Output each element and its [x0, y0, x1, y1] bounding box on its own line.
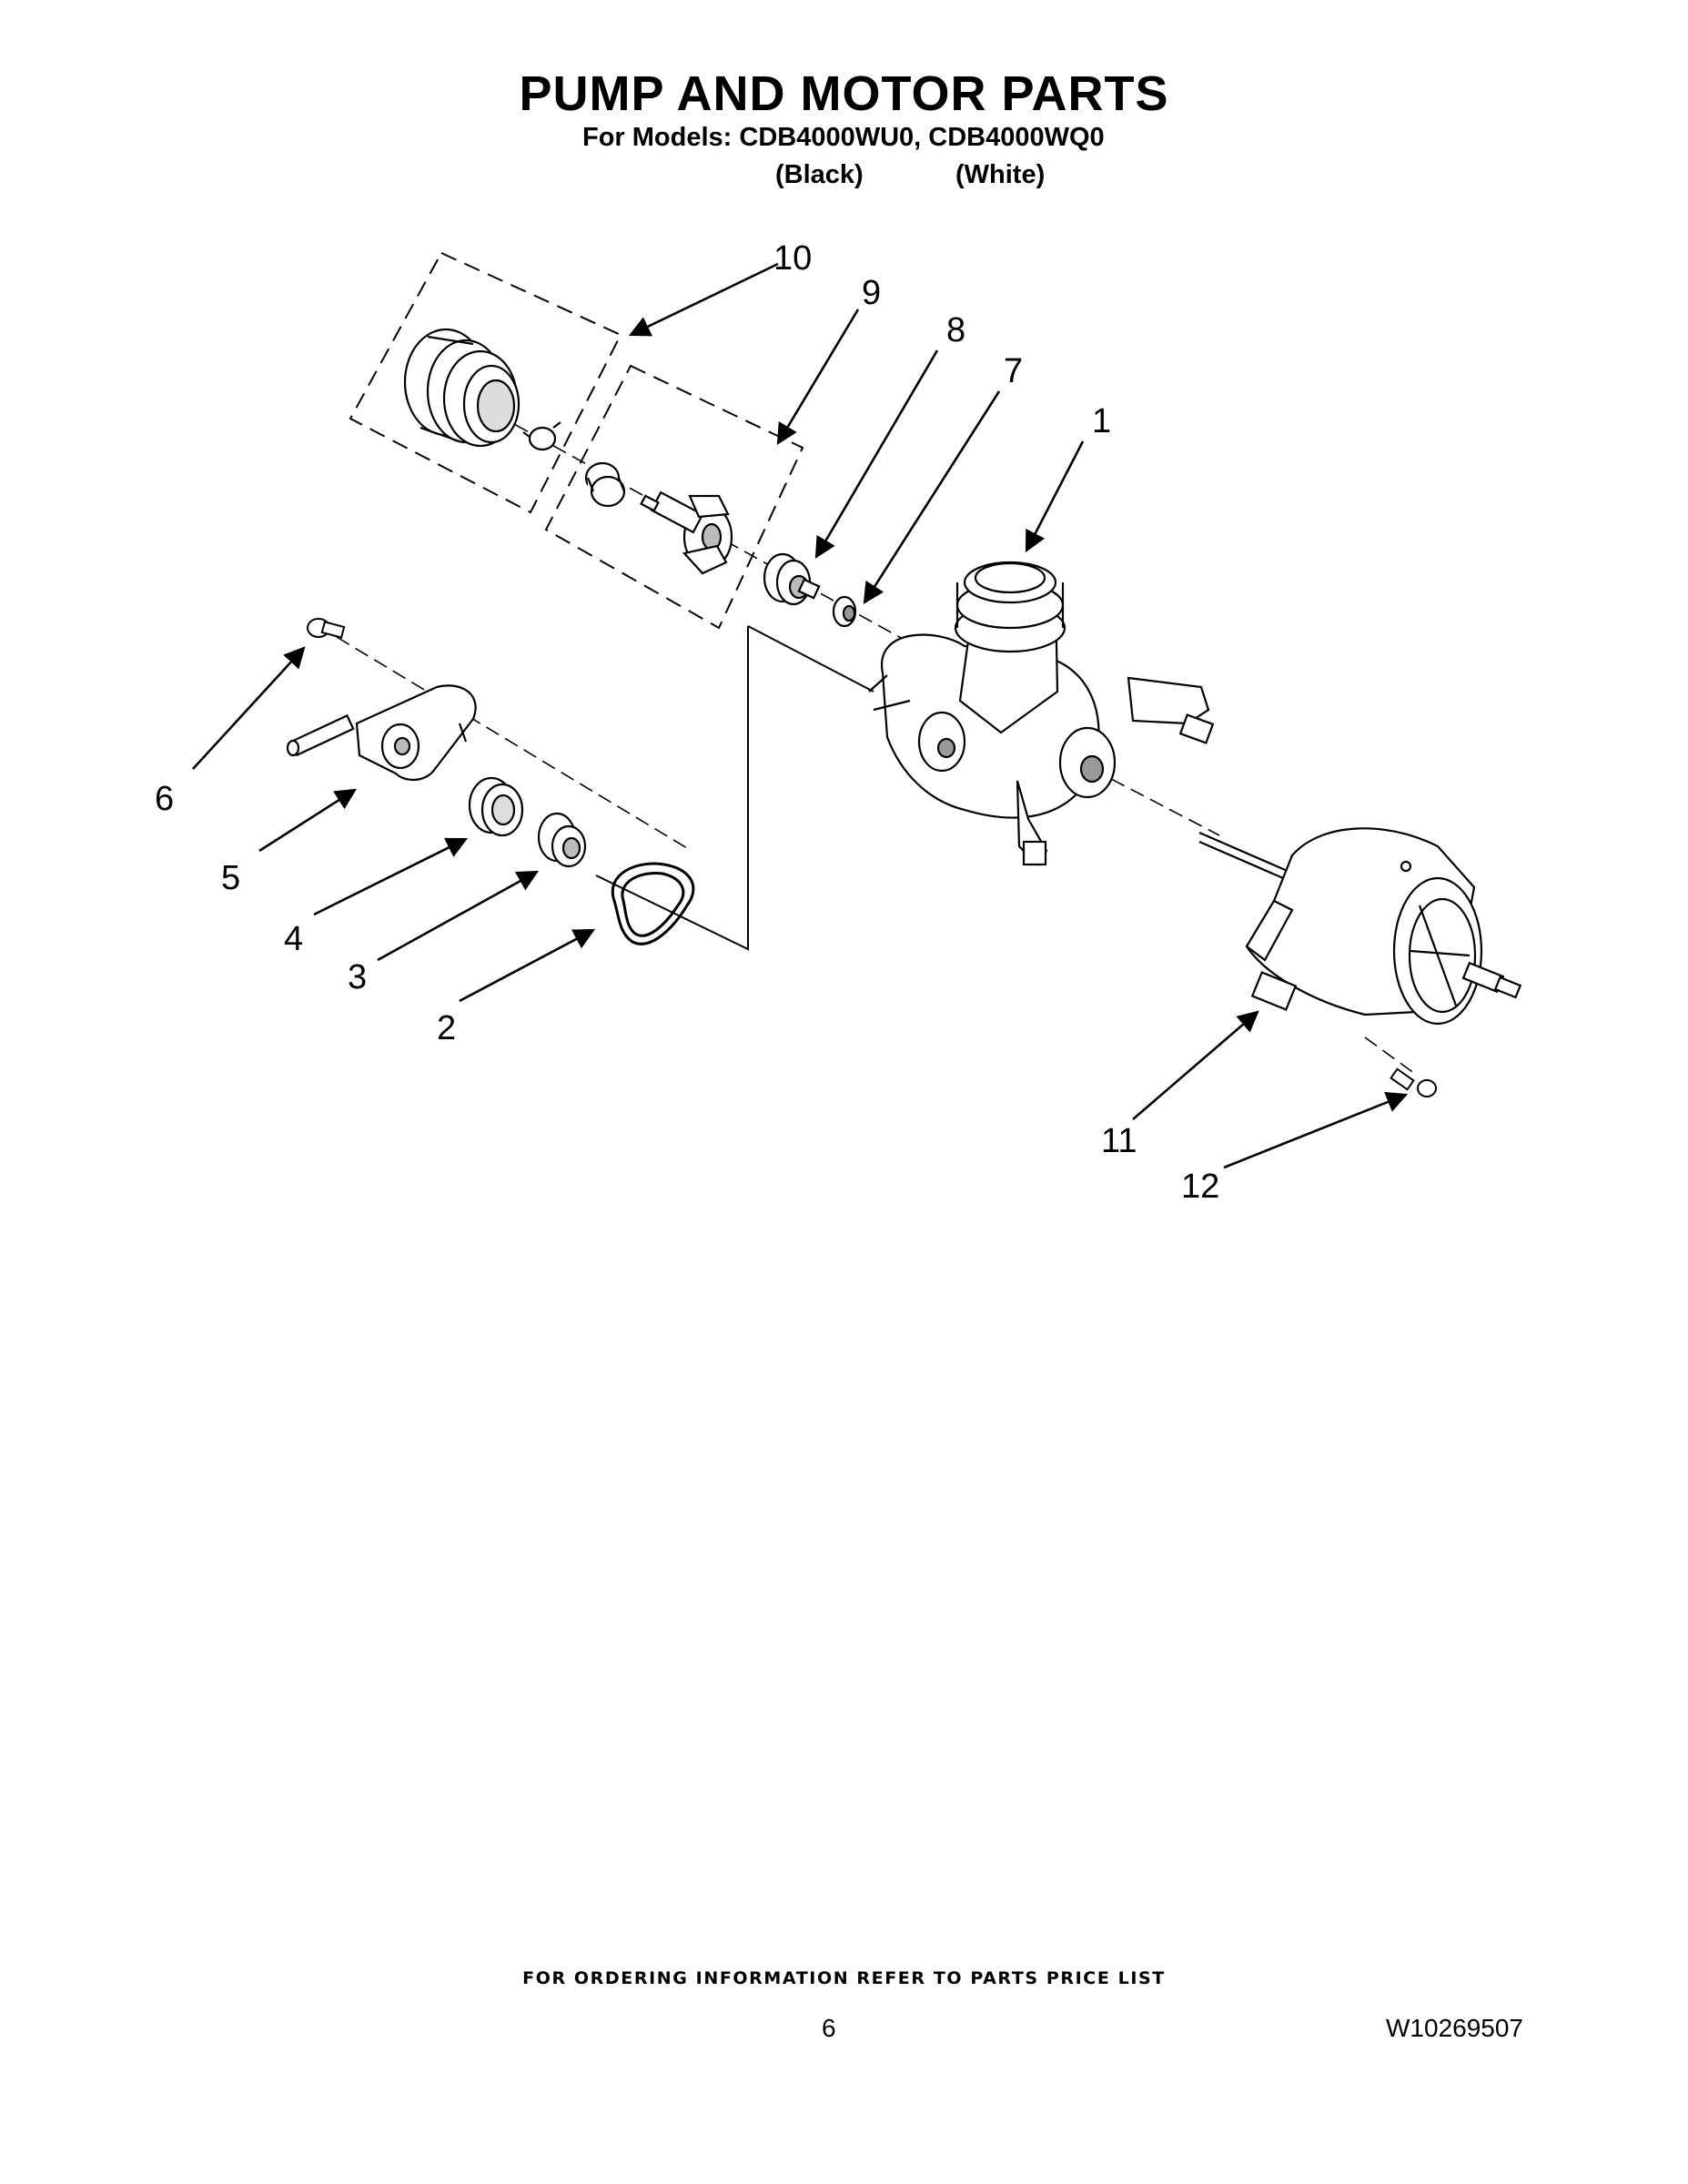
- assembly-10-dashed-box: [349, 251, 622, 514]
- page-title: PUMP AND MOTOR PARTS: [519, 66, 1169, 121]
- leader-12: [1223, 1091, 1409, 1169]
- part-7-washer: [832, 595, 857, 628]
- assembly-9-dashed-box: [544, 364, 804, 630]
- part-6-screw: [307, 618, 346, 639]
- part-1-pump-housing: [868, 561, 1215, 866]
- part-2-gasket: [611, 862, 695, 945]
- callout-2: 2: [437, 1009, 456, 1047]
- part-3-grommet: [537, 812, 587, 868]
- models-subtitle: For Models: CDB4000WU0, CDB4000WQ0: [582, 123, 1105, 152]
- part-11-motor: [1198, 827, 1522, 1026]
- callout-6: 6: [155, 780, 174, 818]
- callout-12: 12: [1181, 1168, 1219, 1206]
- callout-8: 8: [946, 311, 965, 349]
- part-9-impeller-assembly: [584, 461, 733, 575]
- part-10-retaining-clip: [522, 421, 561, 451]
- leader-7: [863, 390, 1001, 604]
- leader-6: [192, 646, 306, 770]
- part-8-seal: [763, 552, 821, 606]
- leader-3: [377, 870, 540, 962]
- part-10-filter-cup: [403, 328, 521, 448]
- callout-7: 7: [1004, 352, 1023, 390]
- leader-1: [1025, 440, 1085, 553]
- leader-4: [313, 837, 469, 916]
- part-4-ring-seal: [468, 776, 524, 837]
- callout-leader-lines: [192, 262, 1409, 1169]
- callout-11: 11: [1101, 1122, 1137, 1160]
- variant-black-label: (Black): [775, 160, 864, 189]
- assembly-axis-lines: [336, 413, 1416, 1075]
- callout-5: 5: [221, 859, 240, 897]
- document-number: W10269507: [1386, 2014, 1524, 2042]
- ordering-info-note: FOR ORDERING INFORMATION REFER TO PARTS …: [522, 1968, 1166, 1988]
- leader-2: [459, 928, 596, 1003]
- callout-9: 9: [862, 274, 881, 312]
- leader-5: [258, 788, 357, 853]
- callout-3: 3: [348, 958, 367, 996]
- leader-11: [1132, 1010, 1259, 1120]
- housing-reference-bracket: [595, 625, 874, 951]
- leader-10: [628, 262, 779, 337]
- leader-9: [776, 308, 860, 446]
- variant-white-label: (White): [955, 160, 1046, 189]
- leader-8: [814, 349, 939, 560]
- part-12-screw: [1390, 1067, 1437, 1097]
- part-5-cover-plate: [286, 684, 477, 781]
- callout-1: 1: [1092, 402, 1111, 440]
- callout-4: 4: [284, 920, 303, 958]
- page-number: 6: [822, 2014, 836, 2042]
- callout-10: 10: [773, 239, 812, 278]
